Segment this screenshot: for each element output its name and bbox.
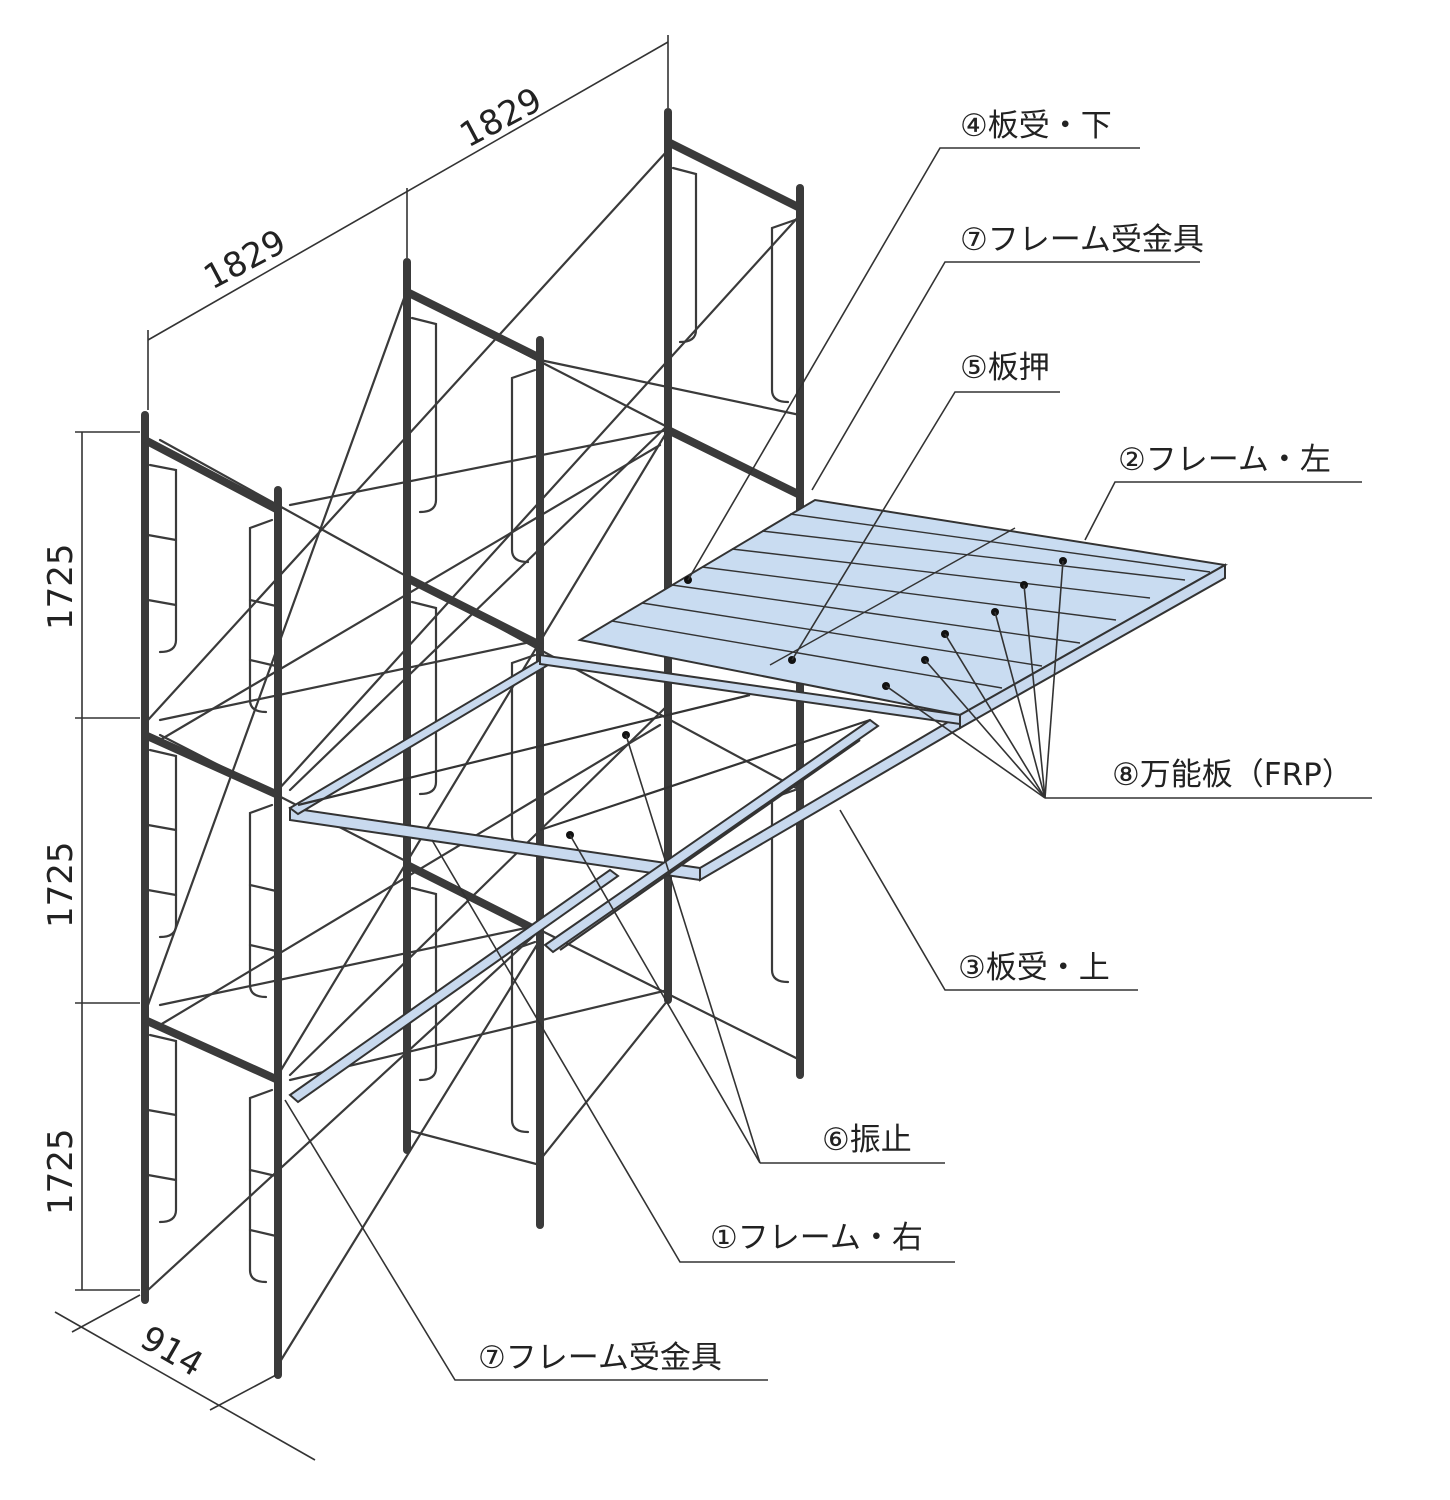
labels: ④板受・下 ⑦フレーム受金具 ⑤板押 ②フレーム・左 ⑧万能板（FRP） ③板受…: [478, 108, 1353, 1376]
middle-frame: [403, 258, 544, 1229]
lower-strut-2: [543, 718, 880, 954]
dim-height-1: 1725: [41, 543, 81, 630]
steel-planks: [158, 423, 670, 1077]
dim-depth: 914: [134, 1318, 210, 1385]
dim-height-3: 1725: [41, 1128, 81, 1215]
label-frame-bracket-top: ⑦フレーム受金具: [960, 222, 1204, 258]
scaffold-frames: [141, 108, 804, 1379]
sway-stoppers: [297, 693, 871, 951]
label-leaders: [284, 147, 1372, 1381]
dim-width-upper: 1829: [453, 80, 548, 156]
lower-strut: [288, 868, 620, 1104]
label-sway-stopper: ⑥振止: [822, 1122, 912, 1158]
dim-width-lower: 1829: [197, 222, 292, 298]
frame-right-outer: [699, 713, 961, 882]
frame-right-inner: [288, 658, 550, 816]
deck-board-seams: [611, 513, 1211, 689]
frame-right-side: [539, 653, 961, 726]
cross-braces: [146, 148, 802, 1367]
label-frame-left: ②フレーム・左: [1118, 442, 1331, 478]
label-universal-board: ⑧万能板（FRP）: [1112, 757, 1353, 793]
label-frame-right: ①フレーム・右: [710, 1220, 923, 1256]
bracket-assembly: [288, 498, 1228, 1104]
label-board-receiver-lower: ④板受・下: [960, 108, 1112, 144]
dim-height-2: 1725: [41, 841, 81, 928]
label-frame-bracket-bottom: ⑦フレーム受金具: [478, 1340, 722, 1376]
dimension-lines: [54, 35, 669, 1461]
board-receiver-upper: [289, 806, 701, 882]
label-board-holder: ⑤板押: [960, 350, 1050, 386]
label-board-receiver-upper: ③板受・上: [958, 950, 1110, 986]
